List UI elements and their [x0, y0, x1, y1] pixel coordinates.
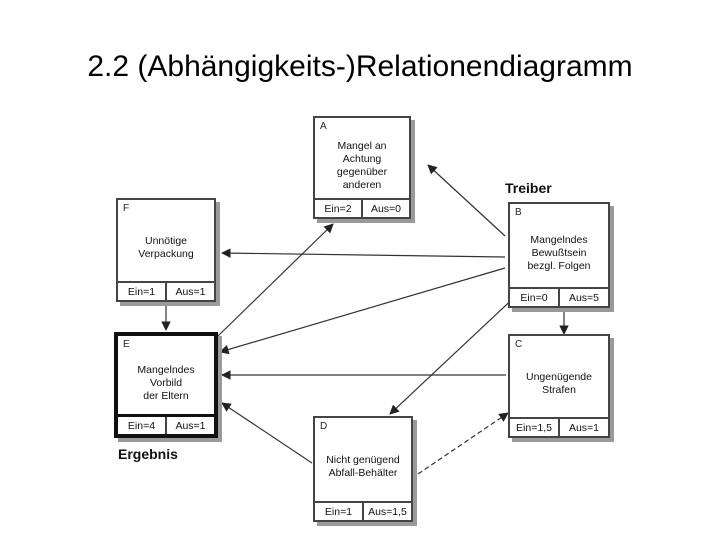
node-d: D Nicht genügend Abfall-Behälter Ein=1 A… [313, 416, 413, 522]
node-text-line: Nicht genügend [326, 454, 400, 466]
node-text-line: Unnötige [144, 235, 188, 247]
node-a: A Mangel an Achtung gegenüber anderen Ei… [313, 116, 411, 219]
in-count: Ein=1 [315, 503, 364, 520]
node-counts: Ein=1 Aus=1,5 [315, 501, 411, 520]
out-count: Aus=1 [175, 419, 206, 432]
node-counts: Ein=4 Aus=1 [118, 414, 214, 434]
out-count: Aus=0 [370, 202, 402, 215]
node-letter: D [320, 421, 328, 432]
node-text-line: Verpackung [138, 248, 194, 260]
arrow-b-to-f [221, 248, 506, 258]
node-letter: C [515, 339, 523, 350]
slide-title: 2.2 (Abhängigkeits-)Relationendiagramm [87, 50, 633, 83]
node-text-line: Ungenügende [526, 371, 592, 383]
node-text: Mangelndes Vorbild der Eltern [122, 350, 210, 416]
node-counts: Ein=2 Aus=0 [315, 198, 409, 217]
driver-label: Treiber [505, 180, 552, 196]
arrow-d-to-e [221, 402, 313, 464]
node-text-line: Abfall-Behälter [328, 467, 398, 479]
node-counts: Ein=1 Aus=1 [118, 281, 214, 300]
node-text-line: Mangelndes [530, 233, 588, 246]
node-text: Mangel an Achtung gegenüber anderen [319, 132, 405, 199]
in-count: Ein=0 [510, 289, 560, 306]
arrow-b-to-e [219, 267, 506, 355]
node-text: Ungenügende Strafen [514, 350, 604, 418]
out-count: Aus=1 [568, 421, 600, 434]
node-letter: A [320, 121, 327, 132]
node-text: Mangelndes Bewußtsein bezgl. Folgen [514, 218, 604, 288]
in-count: Ein=1,5 [510, 419, 560, 436]
out-count: Aus=1,5 [368, 505, 407, 518]
node-text-line: Bewußtsein [531, 246, 587, 259]
node-letter: F [123, 203, 130, 214]
in-count: Ein=4 [118, 417, 167, 434]
node-text-line: Vorbild [149, 376, 183, 389]
result-label: Ergebnis [118, 446, 178, 462]
node-c: C Ungenügende Strafen Ein=1,5 Aus=1 [508, 334, 610, 438]
node-text: Nicht genügend Abfall-Behälter [319, 432, 407, 502]
node-text-line: Strafen [542, 384, 576, 396]
node-text: Unnötige Verpackung [122, 214, 210, 282]
out-count: Aus=5 [568, 291, 600, 304]
out-count: Aus=1 [175, 285, 206, 298]
node-b: B Mangelndes Bewußtsein bezgl. Folgen Ei… [508, 202, 610, 308]
in-count: Ein=2 [315, 200, 363, 217]
arrow-e-to-a [217, 223, 334, 337]
node-letter: E [123, 339, 130, 350]
node-text-line: Achtung [342, 152, 382, 165]
node-text-line: Mangel an [337, 139, 387, 152]
node-text-line: der Eltern [143, 389, 189, 402]
node-counts: Ein=0 Aus=5 [510, 287, 608, 306]
arrow-d-to-c [417, 412, 509, 475]
arrow-b-to-d [389, 291, 521, 415]
node-counts: Ein=1,5 Aus=1 [510, 417, 608, 436]
node-e: E Mangelndes Vorbild der Eltern Ein=4 Au… [114, 332, 218, 438]
node-text-line: gegenüber [336, 165, 388, 178]
node-text-line: bezgl. Folgen [527, 259, 591, 272]
node-letter: B [515, 207, 522, 218]
in-count: Ein=1 [118, 283, 167, 300]
arrow-b-to-a [427, 164, 506, 237]
node-f: F Unnötige Verpackung Ein=1 Aus=1 [116, 198, 216, 302]
node-text-line: anderen [342, 178, 382, 191]
node-text-line: Mangelndes [137, 363, 195, 376]
